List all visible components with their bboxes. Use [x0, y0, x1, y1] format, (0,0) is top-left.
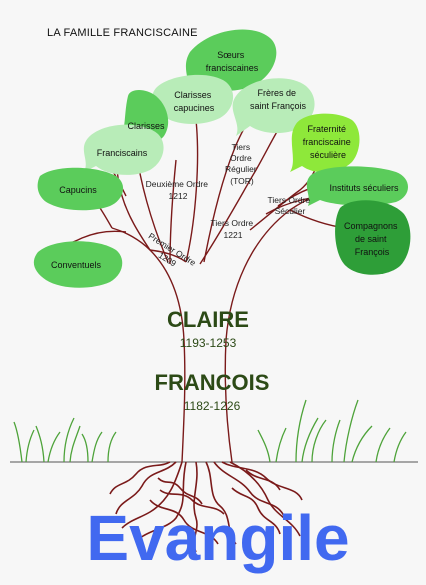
claire-name: CLAIRE	[167, 307, 249, 332]
label-tiers-ordre-1221: Tiers Ordre 1221	[210, 218, 255, 240]
label-tiers-ordre-regulier: Tiers Ordre Régulier (TOR)	[225, 142, 259, 186]
label-tiers-ordre-seculier: Tiers Ordre Séculier	[267, 195, 312, 216]
grass	[13, 399, 407, 463]
leaf-conventuels	[33, 241, 123, 288]
leaves	[33, 29, 411, 288]
leaf-capucins	[37, 167, 124, 211]
leaf-labels: Sœurs franciscaines Clarisses capucines …	[51, 50, 400, 270]
label-franciscains: Franciscains	[97, 148, 148, 158]
evangile-title: Evangile	[86, 502, 349, 574]
leaf-instituts	[306, 166, 408, 206]
label-clarisses: Clarisses	[127, 121, 165, 131]
leaf-franciscains	[83, 124, 164, 175]
label-instituts: Instituts séculiers	[329, 183, 399, 193]
label-capucins: Capucins	[59, 185, 97, 195]
label-compagnons: Compagnons de saint François	[344, 221, 400, 257]
leaf-freres	[232, 78, 315, 136]
francois-name: FRANCOIS	[155, 370, 270, 395]
label-freres: Frères de saint François	[250, 88, 307, 111]
branch-labels: Deuxième Ordre 1212 Tiers Ordre Régulier…	[146, 142, 312, 269]
label-conventuels: Conventuels	[51, 260, 102, 270]
claire-years: 1193-1253	[180, 336, 237, 350]
label-clarisses-capucines: Clarisses capucines	[174, 90, 215, 113]
leaf-fraternite	[290, 113, 360, 173]
label-soeurs: Sœurs franciscaines	[206, 50, 259, 73]
leaf-clarisses-capucines	[151, 74, 234, 124]
page-title: LA FAMILLE FRANCISCAINE	[47, 27, 198, 39]
francois-years: 1182-1226	[184, 399, 241, 413]
leaf-compagnons	[335, 200, 411, 275]
label-fraternite: Fraternité franciscaine séculière	[303, 124, 354, 160]
label-deuxieme-ordre: Deuxième Ordre 1212	[146, 179, 211, 201]
roots	[109, 461, 303, 553]
